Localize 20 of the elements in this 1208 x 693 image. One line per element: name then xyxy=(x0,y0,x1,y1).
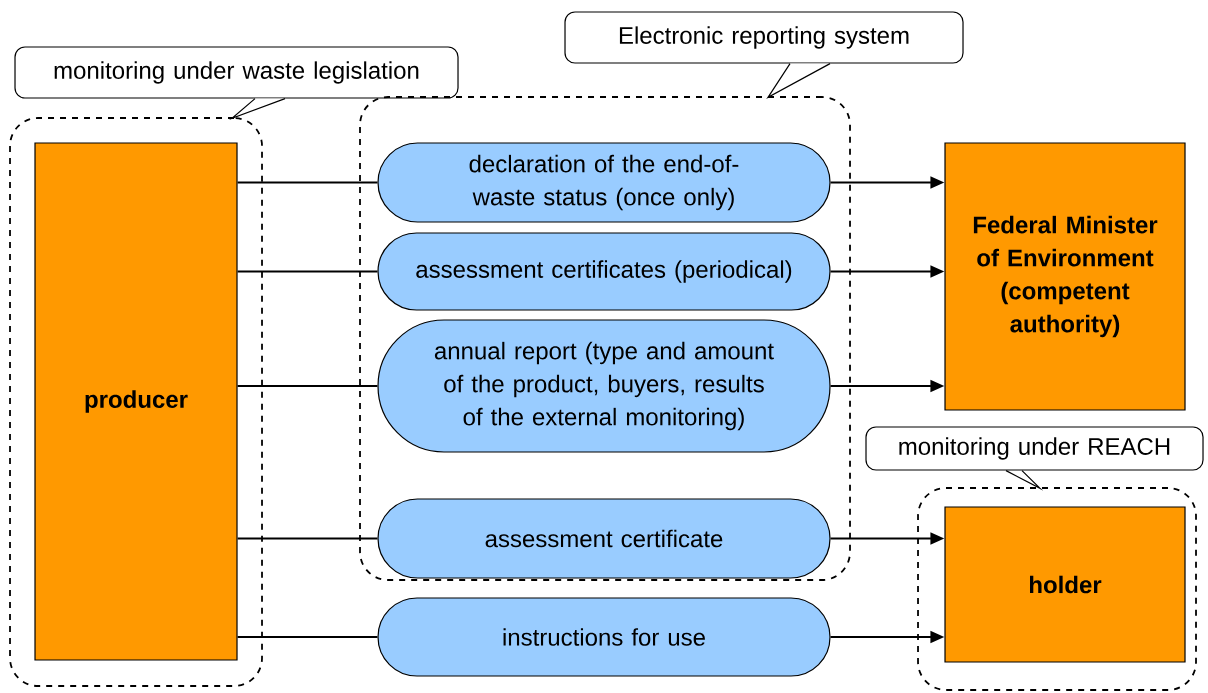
connector-line xyxy=(237,384,378,388)
dashed-group-frame xyxy=(359,96,851,581)
callout-pointer xyxy=(229,98,286,121)
document-pill: declaration of the end-of-waste status (once only) xyxy=(377,142,831,223)
callout-pointer xyxy=(1005,470,1044,491)
document-pill: instructions for use xyxy=(377,597,831,677)
callout-pointer xyxy=(766,63,831,99)
document-pill: assessment certificates (periodical) xyxy=(377,232,831,311)
connector-line xyxy=(237,270,378,273)
actor-box: producer xyxy=(34,142,238,661)
actor-box: Federal Minister of Environment (competent authority) xyxy=(944,142,1186,411)
connector-line xyxy=(237,537,378,540)
connector-line xyxy=(237,181,378,184)
actor-box: holder xyxy=(944,506,1186,663)
dashed-group-frame xyxy=(917,487,1197,691)
document-pill: assessment certificate xyxy=(377,498,831,579)
callout-box: monitoring under REACH xyxy=(865,426,1204,471)
document-pill: annual report (type and amount of the product, buyers, results of the external monitoring) xyxy=(377,319,831,453)
dashed-group-frame xyxy=(9,117,263,687)
connector-line xyxy=(237,635,378,639)
